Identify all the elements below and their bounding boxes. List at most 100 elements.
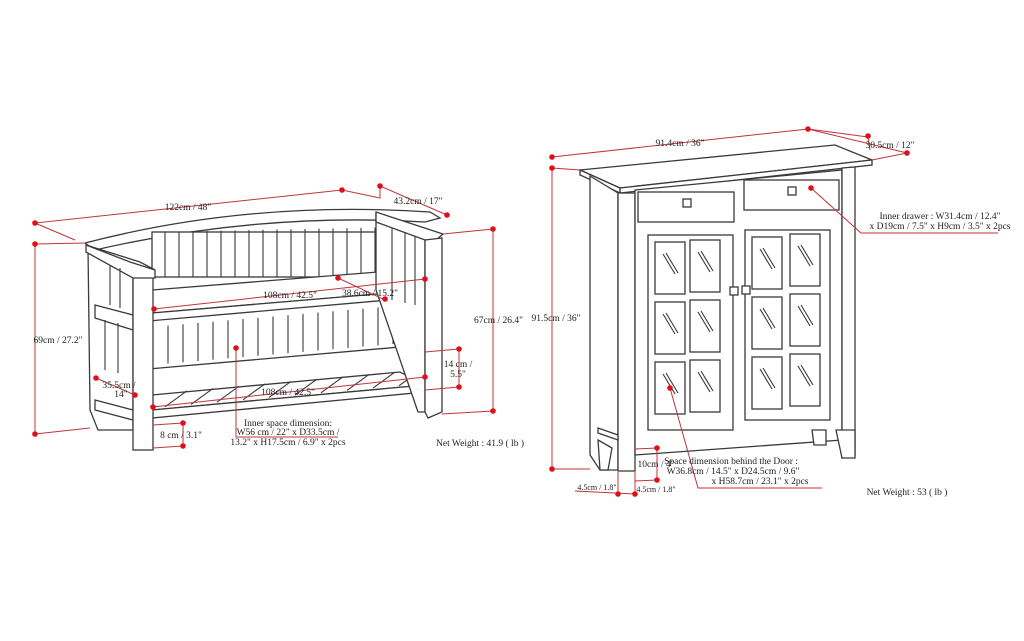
dimension-point — [549, 466, 555, 472]
bench-dimensions — [32, 183, 496, 449]
cabinet-dimensions — [549, 126, 998, 497]
bench-seat-height-label: 35.5cm / — [102, 381, 136, 391]
bench-leg-height-label: 8 cm / 3.1" — [160, 431, 202, 441]
cabinet-width-label: 91.4cm / 36" — [656, 139, 705, 149]
glass-glare — [762, 367, 776, 389]
shelf-slat — [190, 388, 214, 405]
door-space-label-2: W36.8cm / 14.5" x D24.5cm / 9.6" — [667, 467, 800, 477]
dimension-point — [233, 345, 239, 351]
door-space-label-3: x H58.7cm / 23.1" x 2pcs — [711, 477, 808, 487]
bench-arm-height-label: 67cm / 26.4" — [474, 316, 523, 326]
glass-glare — [797, 365, 811, 387]
dimension-point — [456, 346, 462, 352]
shelf-slat — [346, 374, 370, 391]
glass-pane — [751, 236, 783, 290]
glass-glare — [759, 308, 773, 330]
cabinet-drawing — [577, 144, 873, 472]
cabinet-left-post — [617, 192, 636, 472]
bench-left-front-post — [132, 269, 154, 451]
bench-seat-height-label-2: 14" — [114, 390, 128, 400]
glass-glare — [800, 244, 814, 266]
dimension-point — [335, 275, 341, 281]
glass-pane — [789, 353, 821, 407]
cabinet-net-weight: Net Weight : 53 ( lb ) — [867, 487, 948, 498]
bench-width-label: 122cm / 48" — [165, 203, 212, 213]
bench-shelf-gap-label: 14 cm / — [444, 360, 473, 370]
glass-pane — [751, 296, 783, 350]
glass-glare — [662, 313, 676, 335]
door-right-knob[interactable] — [741, 285, 751, 295]
dimension-point — [490, 408, 496, 414]
cabinet-leg — [597, 438, 613, 471]
bench-labels: 122cm / 48" 43.2cm / 17" 69cm / 27.2" 67… — [34, 197, 524, 449]
dimension-point — [422, 276, 428, 282]
glass-glare — [759, 248, 773, 270]
glass-pane — [751, 356, 783, 410]
bench-drawing — [83, 208, 445, 451]
dimension-point — [865, 133, 871, 139]
glass-pane — [654, 241, 686, 295]
door-left-knob[interactable] — [729, 286, 739, 296]
dimension-point — [180, 443, 186, 449]
glass-glare — [662, 373, 676, 395]
cabinet-labels: 91.4cm / 36" 30.5cm / 12" 91.5cm / 36" I… — [532, 139, 1011, 498]
door-space-label: Space dimension behind the Door : — [664, 457, 798, 467]
bench-left-arm-top — [85, 244, 156, 279]
bench-inner-space-label: Inner space dimension: — [244, 419, 332, 429]
dimension-point — [456, 384, 462, 390]
shelf-slat — [268, 381, 292, 398]
glass-glare — [662, 253, 676, 275]
cabinet-leg-height-label: 10cm / 4" — [637, 460, 674, 470]
dimension-point — [615, 491, 621, 497]
bench-depth-label: 43.2cm / 17" — [394, 197, 443, 207]
glass-glare — [762, 307, 776, 329]
bench-net-weight: Net Weight : 41.9 ( lb ) — [436, 438, 524, 449]
cabinet-leg-width-left-label: 4.5cm / 1.8" — [577, 483, 616, 492]
cabinet-left-side — [589, 174, 619, 471]
glass-glare — [800, 304, 814, 326]
shelf-slat — [294, 378, 318, 396]
bench-inner-space-label-2: W56 cm / 22" x D33.5cm / — [237, 428, 340, 438]
dimension-point — [667, 385, 673, 391]
bench-shelf-width-label: 108cm / 42.5" — [261, 388, 315, 398]
dimension-point — [654, 477, 660, 483]
glass-pane — [789, 293, 821, 347]
dimension-point — [180, 420, 186, 426]
glass-glare — [762, 247, 776, 269]
glass-pane — [689, 239, 721, 293]
cabinet-leg-width-right-label: 4.5cm / 1.8" — [636, 485, 675, 494]
shelf-slat — [164, 390, 188, 408]
glass-glare — [797, 245, 811, 267]
glass-glare — [700, 310, 714, 332]
dimension-point — [808, 185, 814, 191]
dimension-point — [132, 392, 138, 398]
glass-glare — [665, 312, 679, 334]
glass-glare — [797, 305, 811, 327]
glass-glare — [697, 371, 711, 393]
bench-seat-width-label: 108cm / 42.5" — [263, 291, 317, 301]
dimension-point — [549, 154, 555, 160]
shelf-slat — [320, 376, 344, 394]
glass-glare — [700, 370, 714, 392]
dimension-point — [93, 375, 99, 381]
dimension-point — [150, 404, 156, 410]
dimension-point — [339, 187, 345, 193]
cabinet-right-post — [841, 166, 856, 459]
dimension-point — [422, 374, 428, 380]
drawer-left-knob[interactable] — [682, 198, 692, 208]
dimension-point — [32, 431, 38, 437]
cabinet-height-label: 91.5cm / 36" — [532, 314, 581, 324]
dimension-point — [632, 491, 638, 497]
cabinet-depth-label: 30.5cm / 12" — [866, 141, 915, 151]
glass-glare — [665, 372, 679, 394]
glass-glare — [665, 252, 679, 274]
dimension-point — [654, 445, 660, 451]
bench-height-label: 69cm / 27.2" — [34, 336, 83, 346]
dimension-point — [32, 220, 38, 226]
dimension-point — [377, 183, 383, 189]
cabinet-back-leg — [811, 429, 827, 446]
glass-glare — [697, 311, 711, 333]
dimension-point — [549, 165, 555, 171]
drawer-right-knob[interactable] — [787, 186, 797, 196]
